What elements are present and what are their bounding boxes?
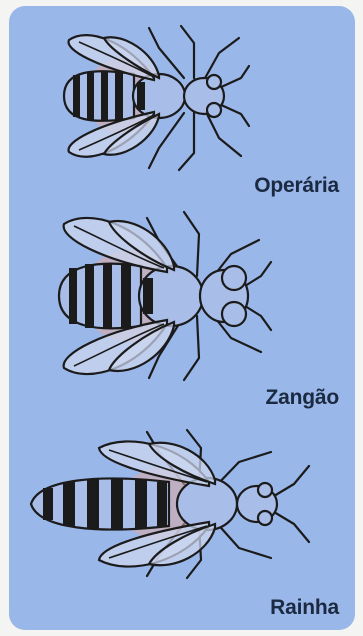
bee-castes-card: Operária [9,6,355,630]
worker-label: Operária [254,174,339,198]
drone-bee-icon [9,206,355,386]
queen-bee-icon [9,424,355,584]
queen-bee [9,424,355,584]
drone-bee [9,206,355,386]
queen-label: Rainha [270,596,339,620]
worker-bee-icon [9,18,355,178]
drone-label: Zangão [266,386,339,410]
worker-bee [9,18,355,178]
